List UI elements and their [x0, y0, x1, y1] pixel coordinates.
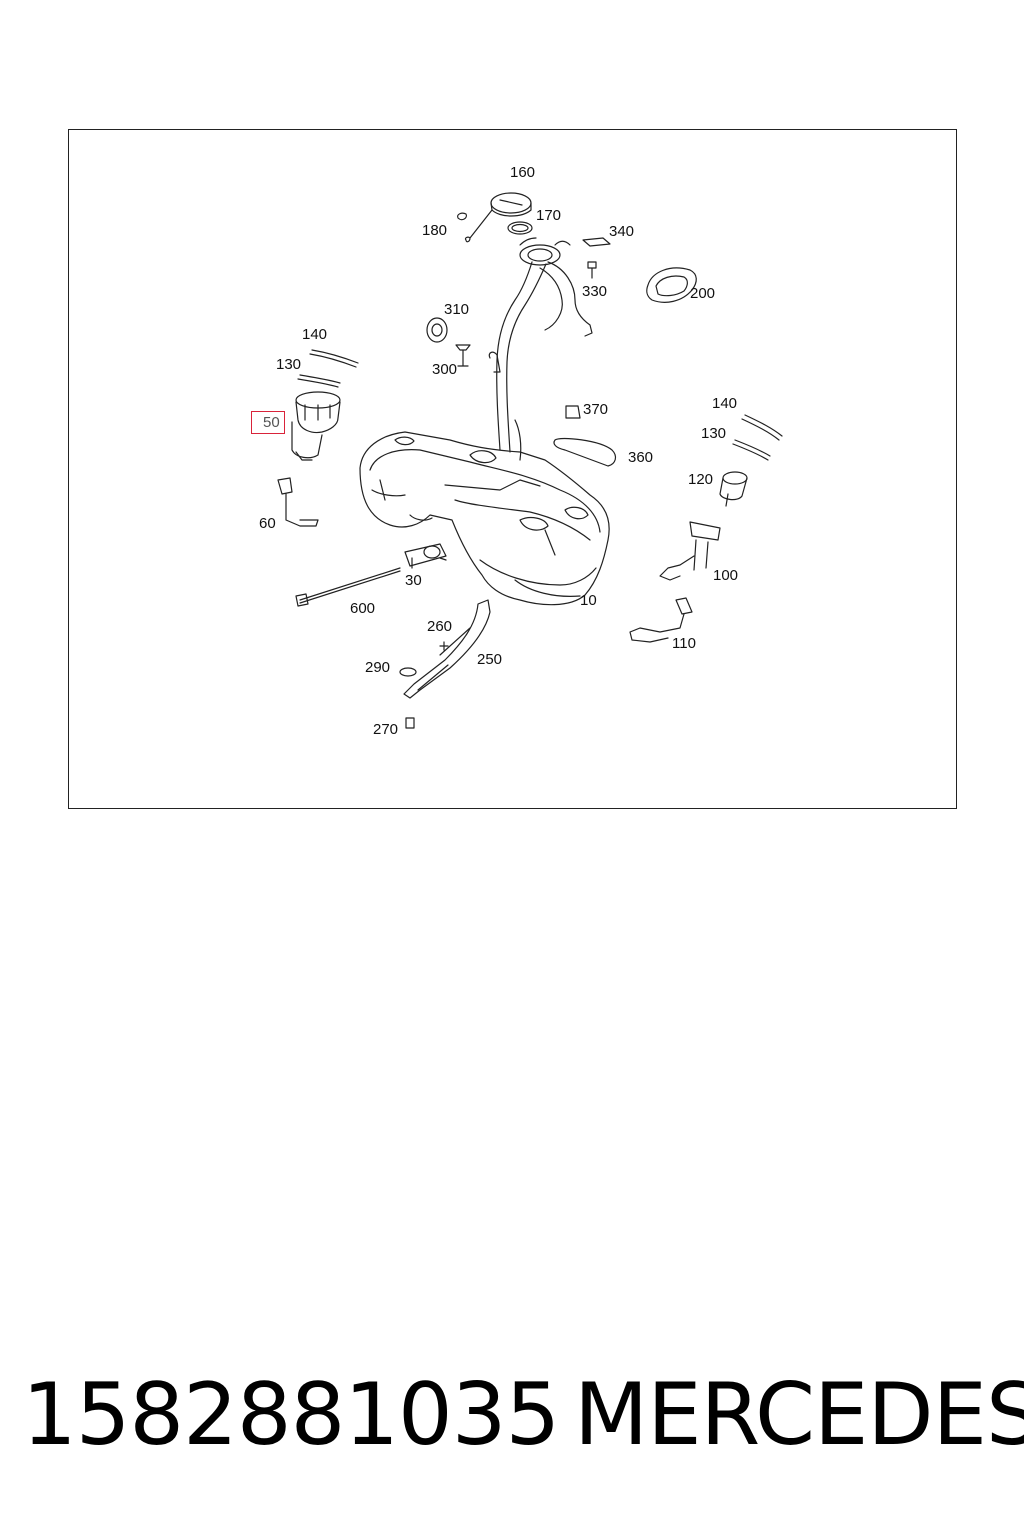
right-sender-part [629, 597, 693, 643]
transfer-unit-part [659, 521, 721, 581]
callout-330: 330 [582, 283, 608, 300]
fuel-cap-part [457, 192, 533, 243]
fuel-tank-part [359, 431, 610, 606]
callout-170: 170 [536, 207, 562, 224]
callout-360: 360 [628, 449, 654, 466]
fuel-pump-part [291, 391, 341, 461]
callout-160: 160 [510, 164, 536, 181]
callout-110: 110 [672, 635, 696, 652]
callout-270: 270 [373, 721, 399, 738]
callout-130-right: 130 [701, 425, 727, 442]
callout-130-left: 130 [276, 356, 302, 373]
callout-300: 300 [432, 361, 458, 378]
seal-rings-right [732, 414, 783, 461]
callout-250: 250 [477, 651, 503, 668]
callout-290: 290 [365, 659, 391, 676]
wiring-harness-part [295, 567, 401, 607]
clip-part [582, 237, 611, 279]
callout-140-right: 140 [712, 395, 738, 412]
callout-600: 600 [350, 600, 376, 617]
callout-30: 30 [405, 572, 422, 589]
callout-340: 340 [609, 223, 635, 240]
gasket-part [646, 267, 697, 303]
filler-neck-pipe [496, 237, 593, 461]
callout-60: 60 [259, 515, 276, 532]
diagram-frame [68, 129, 957, 809]
callout-200: 200 [690, 285, 716, 302]
seal-rings-left [297, 349, 359, 388]
callout-140-left: 140 [302, 326, 328, 343]
part-number-text: 1582881035 [22, 1365, 560, 1465]
level-sender-part [277, 477, 319, 527]
tank-strap-part [399, 599, 491, 729]
callout-180: 180 [422, 222, 448, 239]
callout-120: 120 [688, 471, 714, 488]
callout-260: 260 [427, 618, 453, 635]
grommet-part [426, 317, 501, 373]
callout-100: 100 [713, 567, 739, 584]
callout-370: 370 [583, 401, 609, 418]
pressure-sensor-part [719, 471, 748, 507]
brand-text: MERCEDES [574, 1365, 1024, 1465]
callout-50-highlighted[interactable]: 50 [251, 411, 285, 434]
callout-10: 10 [580, 592, 597, 609]
cover-plate-part [553, 405, 617, 467]
callout-310: 310 [444, 301, 470, 318]
connector-part [404, 543, 447, 569]
